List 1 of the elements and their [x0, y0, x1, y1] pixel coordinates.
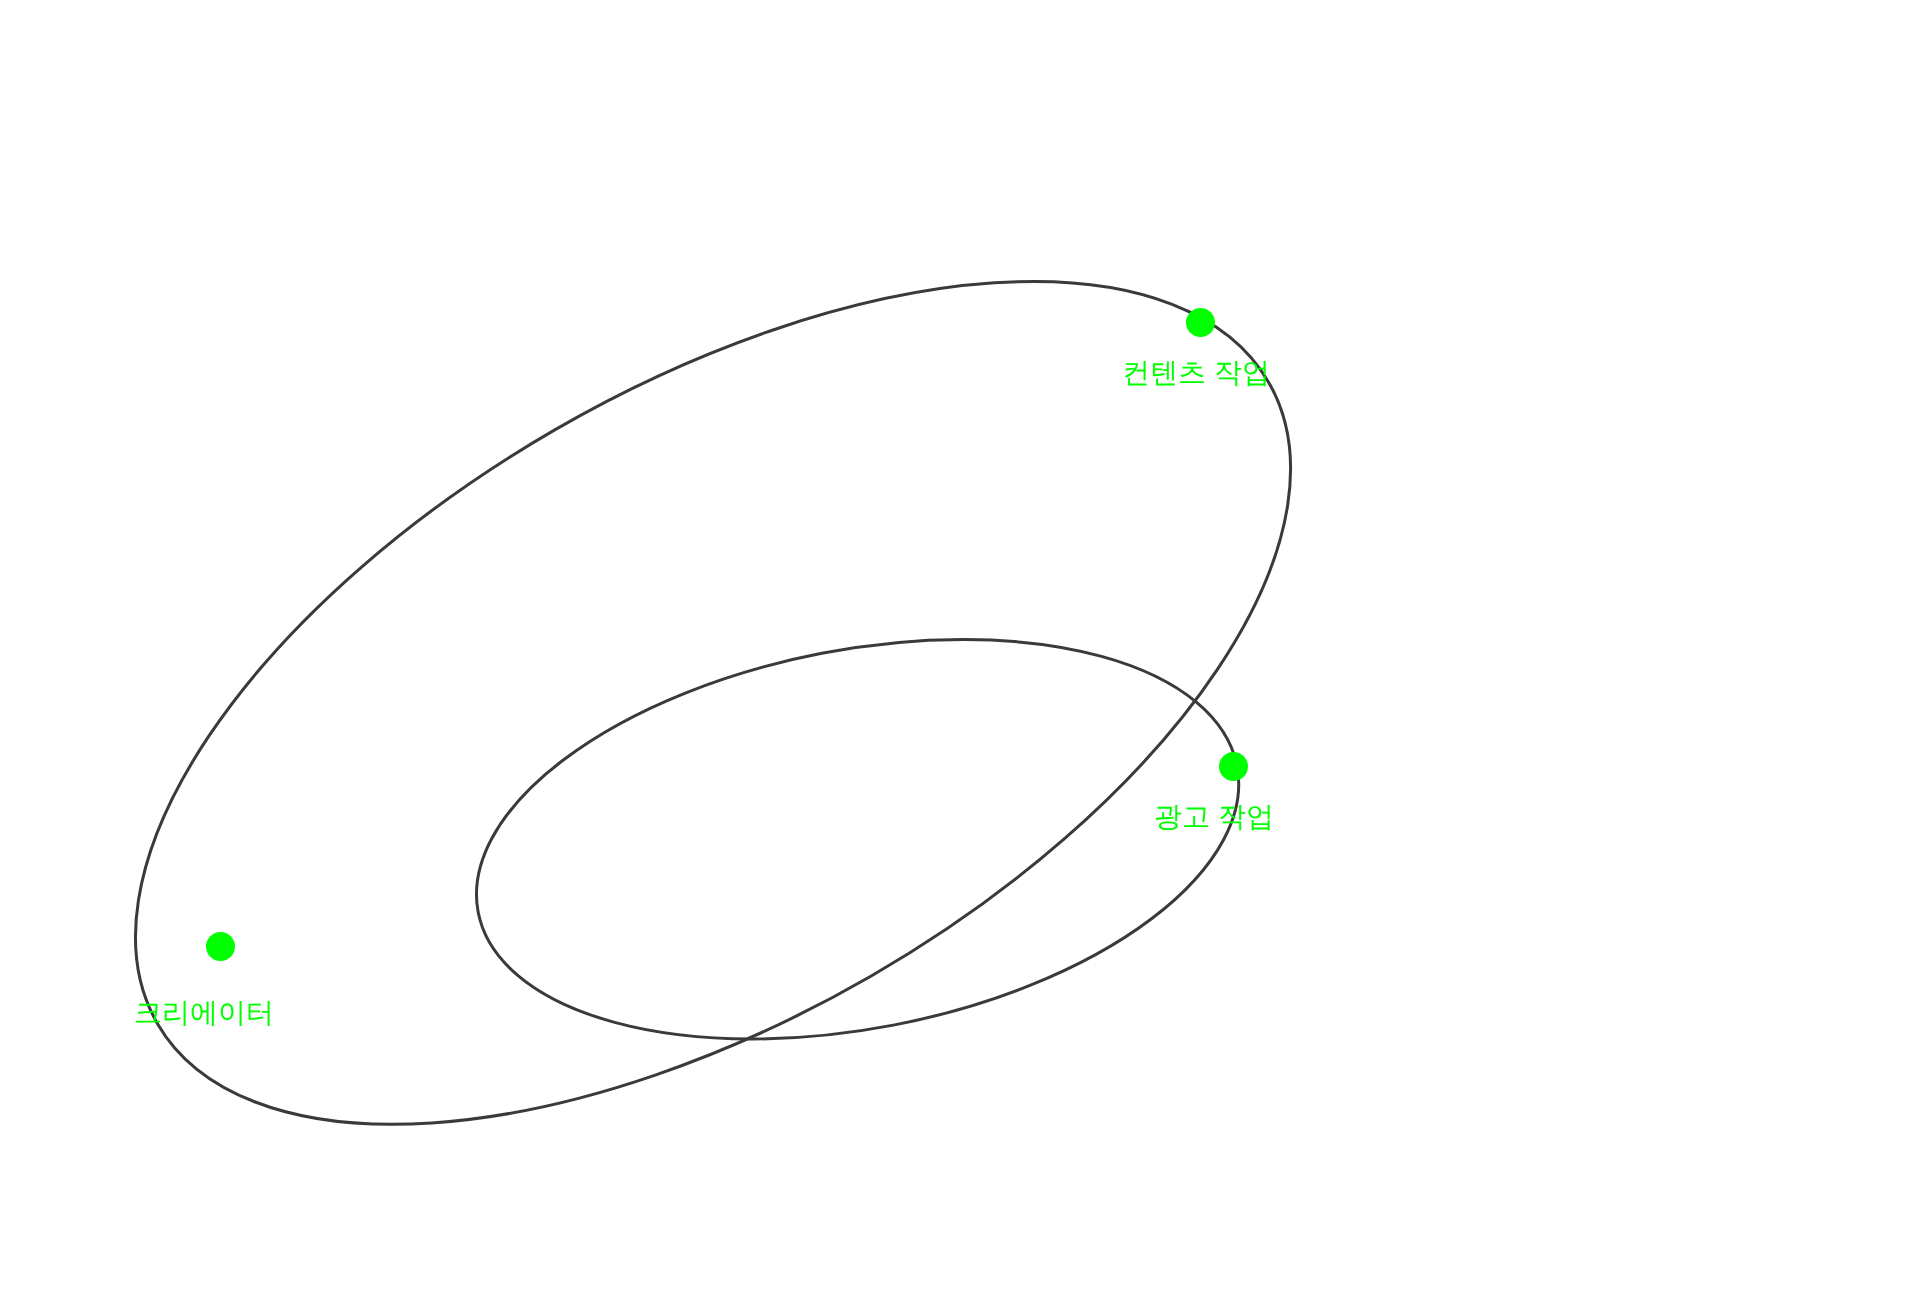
ellipse-outline	[133, 280, 1292, 1126]
